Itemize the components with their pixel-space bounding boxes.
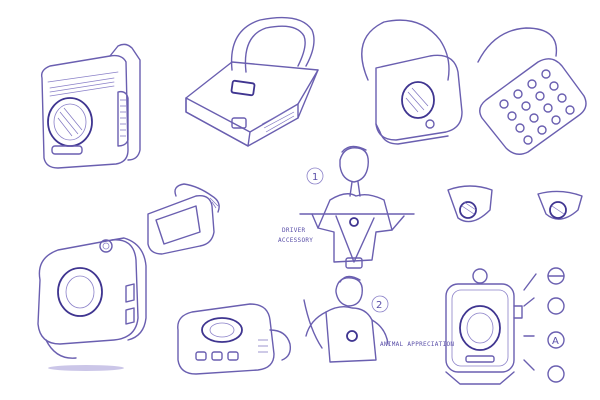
sketch-clip-device	[147, 183, 220, 255]
sketch-strap-bag-device	[185, 16, 319, 147]
sketch-keypad-device	[477, 27, 587, 155]
sketch-band-device	[177, 303, 292, 375]
step-two-number: 2	[376, 300, 382, 311]
creature-feature-icon	[547, 297, 565, 315]
signal-feature-icon	[547, 365, 565, 383]
driver-note-line2: ACCESSORY	[278, 237, 313, 244]
animal-note: ANIMAL APPRECIATION	[380, 341, 454, 348]
sketch-figure-rider: 1 DRIVER ACCESSORY	[278, 145, 415, 269]
sketch-clip-rings	[447, 185, 583, 223]
sketch-pendant-device	[361, 19, 463, 145]
step-one-number: 1	[312, 172, 318, 183]
sketch-wrist-device-vented	[40, 43, 141, 169]
sketch-watch-front-view: A	[445, 267, 565, 385]
sketch-figure-person-2: 2 ANIMAL APPRECIATION	[303, 275, 454, 363]
driver-note-line1: DRIVER	[282, 227, 306, 234]
sketch-watch-device	[37, 237, 147, 371]
a-button-feature-icon	[547, 331, 565, 349]
svg-text:A: A	[552, 336, 559, 347]
